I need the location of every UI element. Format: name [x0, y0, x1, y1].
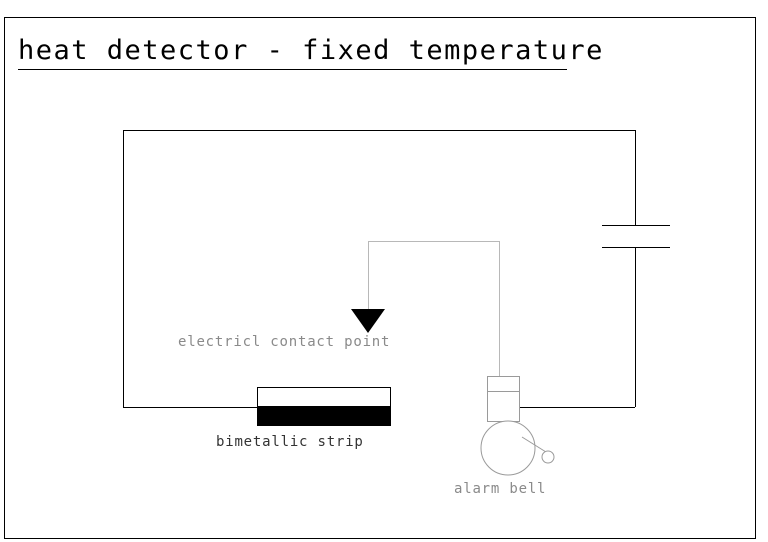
bell-clapper-arm — [521, 436, 547, 453]
bimetallic-strip-top-layer — [257, 387, 391, 407]
capacitor-symbol — [602, 225, 670, 248]
bell-clapper — [541, 450, 555, 464]
alarm-bell — [480, 376, 555, 476]
circuit-loop — [123, 130, 636, 408]
bimetallic-strip — [257, 387, 391, 426]
bell-dome — [480, 420, 536, 476]
bell-housing — [487, 376, 520, 422]
contact-wire — [368, 241, 500, 376]
contact-point-label: electricl contact point — [178, 334, 390, 350]
contact-point-arrow — [351, 309, 385, 333]
outer-frame — [4, 17, 756, 539]
alarm-bell-label: alarm bell — [454, 481, 546, 497]
bimetallic-strip-bottom-layer — [257, 407, 391, 426]
bimetallic-strip-label: bimetallic strip — [216, 434, 364, 450]
page-title: heat detector - fixed temperature — [18, 35, 604, 66]
